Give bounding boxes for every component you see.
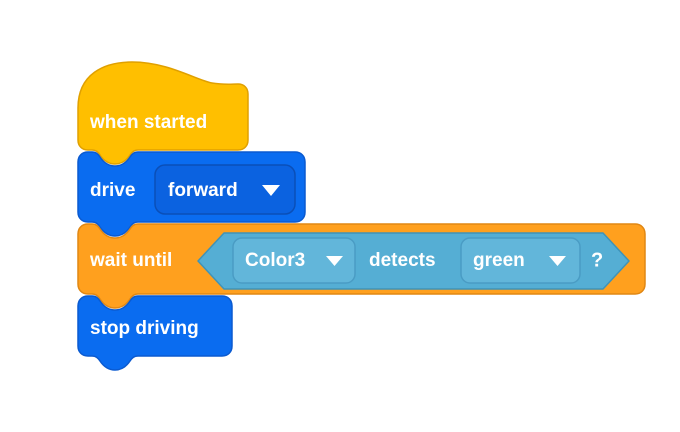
wait-until-label: wait until: [89, 250, 172, 271]
drive-direction-dropdown[interactable]: forward: [154, 164, 296, 215]
block-stop-driving[interactable]: stop driving: [77, 295, 233, 371]
boolean-color-detects[interactable]: Color3 detects green ?: [197, 232, 630, 290]
block-when-started[interactable]: when started: [77, 61, 249, 165]
when-started-label: when started: [89, 112, 207, 133]
stop-driving-label: stop driving: [90, 318, 199, 339]
sensor-value: Color3: [245, 250, 305, 271]
question-mark-label: ?: [591, 249, 603, 271]
drive-label: drive: [90, 180, 135, 201]
stop-driving-shape[interactable]: [77, 295, 233, 371]
sensor-field-bg[interactable]: [232, 237, 356, 284]
when-started-shape[interactable]: [77, 61, 249, 165]
color-value: green: [473, 250, 525, 271]
block-drive[interactable]: drive forward: [77, 151, 306, 237]
drive-direction-field-bg[interactable]: [154, 164, 296, 215]
drive-direction-value: forward: [168, 180, 238, 201]
detects-label: detects: [369, 250, 436, 271]
chevron-down-icon[interactable]: [326, 256, 343, 266]
color-field-bg[interactable]: [460, 237, 581, 284]
block-wait-until[interactable]: wait until Color3 detects green ?: [77, 223, 646, 309]
color-dropdown[interactable]: green: [460, 237, 581, 284]
chevron-down-icon[interactable]: [549, 256, 566, 266]
chevron-down-icon[interactable]: [262, 185, 280, 196]
sensor-dropdown[interactable]: Color3: [232, 237, 356, 284]
